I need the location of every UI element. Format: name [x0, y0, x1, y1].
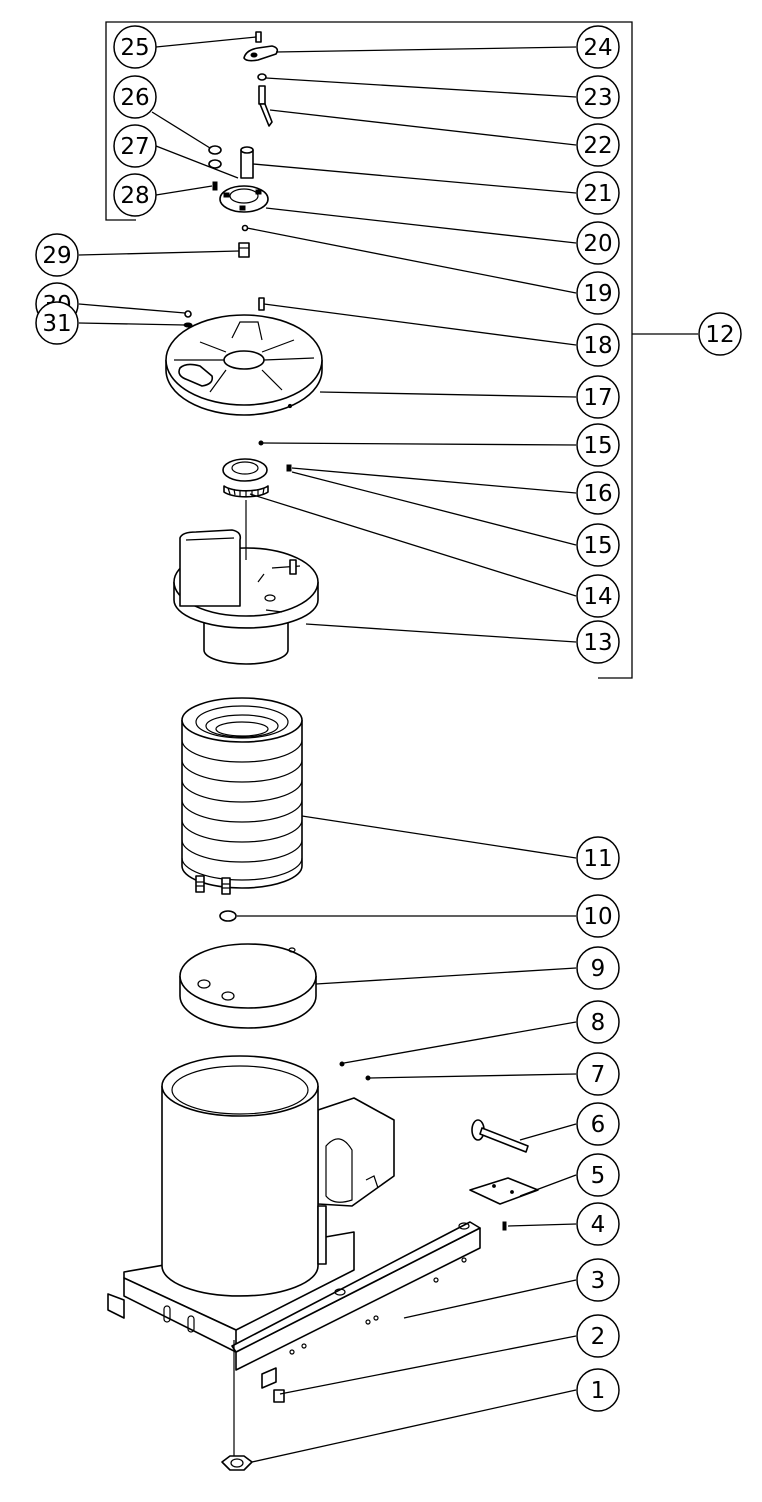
callout-label: 23 [583, 85, 612, 111]
callout-label: 4 [591, 1212, 606, 1238]
callout-label: 17 [583, 385, 612, 411]
callout-24: 24 [576, 25, 620, 69]
part-7-screw [365, 1075, 371, 1081]
callout-25: 25 [113, 25, 157, 69]
part-18-screw [258, 297, 265, 311]
callout-13: 13 [576, 620, 620, 664]
callout-label: 15 [583, 433, 612, 459]
callout-label: 22 [583, 133, 612, 159]
callout-21: 21 [576, 171, 620, 215]
part-25-screw [255, 31, 262, 43]
callout-16: 16 [576, 471, 620, 515]
callout-29: 29 [35, 233, 79, 277]
callout-label: 15 [583, 533, 612, 559]
callout-label: 11 [583, 846, 612, 872]
part-11-coil [181, 697, 303, 895]
callout-11: 11 [576, 836, 620, 880]
part-29-nozzle [238, 242, 250, 258]
part-22-probe [258, 85, 273, 127]
callout-label: 26 [120, 85, 149, 111]
callout-label: 6 [591, 1112, 606, 1138]
callout-18: 18 [576, 323, 620, 367]
part-13-burner-housing [173, 500, 319, 665]
callout-label: 18 [583, 333, 612, 359]
part-8-screw [339, 1061, 345, 1067]
callout-15b: 15 [576, 523, 620, 567]
part-10-oring [219, 910, 237, 922]
subassembly-frame [105, 21, 698, 679]
callout-label: 28 [120, 183, 149, 209]
callout-label: 3 [591, 1268, 606, 1294]
callout-3: 3 [576, 1258, 620, 1302]
callout-17: 17 [576, 375, 620, 419]
callout-5: 5 [576, 1153, 620, 1197]
callout-1: 1 [576, 1368, 620, 1412]
part-16-screw [286, 464, 292, 472]
callouts: 25 24 26 23 27 22 28 21 20 29 19 30 31 1… [35, 25, 742, 1412]
part-19-pin [241, 224, 249, 232]
callout-4: 4 [576, 1202, 620, 1246]
part-20-burner-disc [219, 185, 269, 213]
part-30-nut [184, 310, 192, 318]
callout-7: 7 [576, 1052, 620, 1096]
callout-label: 10 [583, 904, 612, 930]
callout-19: 19 [576, 271, 620, 315]
callout-label: 29 [42, 243, 71, 269]
leader-lines [78, 36, 577, 1463]
part-21-sleeve [240, 146, 254, 179]
callout-label: 12 [705, 322, 734, 348]
callout-15a: 15 [576, 423, 620, 467]
callout-31: 31 [35, 301, 79, 345]
part-15-screw-a [258, 440, 264, 446]
callout-label: 14 [583, 584, 612, 610]
callout-label: 5 [591, 1163, 606, 1189]
part-17-mounting-plate [165, 314, 323, 416]
part-6-valve-key [471, 1119, 529, 1153]
callout-27: 27 [113, 124, 157, 168]
callout-label: 20 [583, 231, 612, 257]
callout-9: 9 [576, 946, 620, 990]
callout-label: 21 [583, 181, 612, 207]
callout-8: 8 [576, 1000, 620, 1044]
part-26-oring [208, 145, 222, 155]
part-2-fitting [273, 1389, 285, 1403]
callout-2: 2 [576, 1314, 620, 1358]
part-5-plate [469, 1177, 539, 1205]
part-9-disc [179, 943, 317, 1029]
part-1-nut [221, 1455, 253, 1471]
part-23-washer [257, 73, 267, 81]
callout-label: 13 [583, 630, 612, 656]
callout-label: 8 [591, 1010, 606, 1036]
callout-20: 20 [576, 221, 620, 265]
base-tank-assembly [107, 1055, 481, 1458]
callout-26: 26 [113, 75, 157, 119]
callout-12: 12 [698, 312, 742, 356]
part-4-screw [502, 1221, 507, 1231]
callout-10: 10 [576, 894, 620, 938]
callout-28: 28 [113, 173, 157, 217]
callout-label: 1 [591, 1378, 606, 1404]
callout-label: 24 [583, 35, 612, 61]
part-24-clamp [243, 45, 279, 62]
callout-label: 2 [591, 1324, 606, 1350]
callout-label: 16 [583, 481, 612, 507]
callout-14: 14 [576, 574, 620, 618]
callout-label: 19 [583, 281, 612, 307]
callout-label: 7 [591, 1062, 606, 1088]
callout-23: 23 [576, 75, 620, 119]
callout-label: 27 [120, 134, 149, 160]
callout-label: 31 [42, 311, 71, 337]
callout-6: 6 [576, 1102, 620, 1146]
callout-22: 22 [576, 123, 620, 167]
callout-label: 9 [591, 956, 606, 982]
part-27-oring [208, 159, 222, 169]
part-28-screw [212, 181, 218, 191]
callout-label: 25 [120, 35, 149, 61]
part-14-gasket [222, 458, 269, 498]
